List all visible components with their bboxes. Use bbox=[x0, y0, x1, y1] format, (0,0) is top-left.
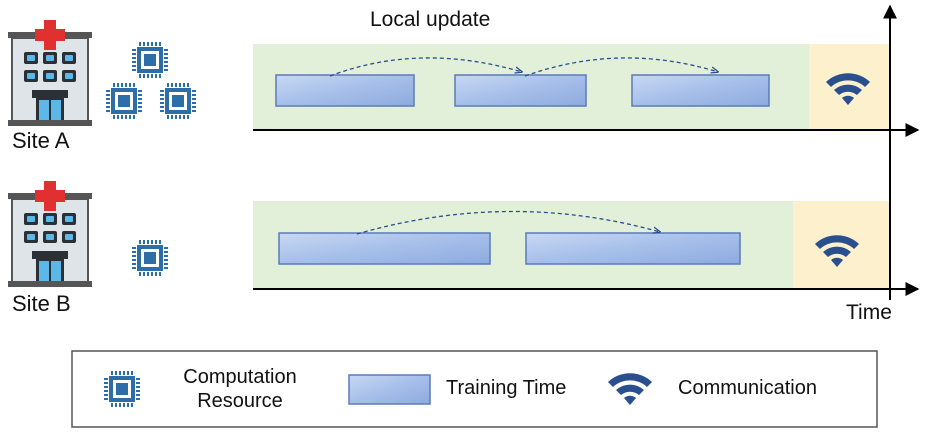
site-a-label: Site A bbox=[12, 128, 70, 153]
legend-communication-label: Communication bbox=[678, 377, 817, 399]
training-bar bbox=[454, 74, 587, 107]
update-arrow bbox=[524, 57, 718, 77]
communication-region bbox=[793, 201, 890, 289]
training-bar bbox=[348, 374, 431, 405]
hospital-icon bbox=[7, 19, 93, 127]
hospital-icon bbox=[7, 180, 93, 288]
legend-box bbox=[71, 350, 878, 428]
legend-computation-line2: Resource bbox=[197, 390, 283, 412]
training-bar bbox=[275, 74, 415, 107]
cpu-chip-icon bbox=[132, 42, 168, 78]
legend-computation-line1: Computation bbox=[183, 366, 297, 388]
local-update-label: Local update bbox=[370, 8, 491, 31]
cpu-chip-icon bbox=[106, 83, 142, 119]
cpu-chip-icon bbox=[132, 240, 168, 276]
cpu-chip-icon bbox=[104, 371, 140, 407]
time-axis-label: Time bbox=[846, 301, 892, 324]
legend-computation-label: Computation Resource bbox=[170, 365, 310, 413]
cpu-chip-icon bbox=[160, 83, 196, 119]
training-bar bbox=[631, 74, 770, 107]
training-bar bbox=[525, 232, 741, 265]
site-b-label: Site B bbox=[12, 291, 71, 316]
training-bar bbox=[278, 232, 491, 265]
update-arrow bbox=[329, 57, 522, 77]
update-arrow bbox=[356, 210, 660, 235]
legend-training-label: Training Time bbox=[446, 377, 567, 399]
